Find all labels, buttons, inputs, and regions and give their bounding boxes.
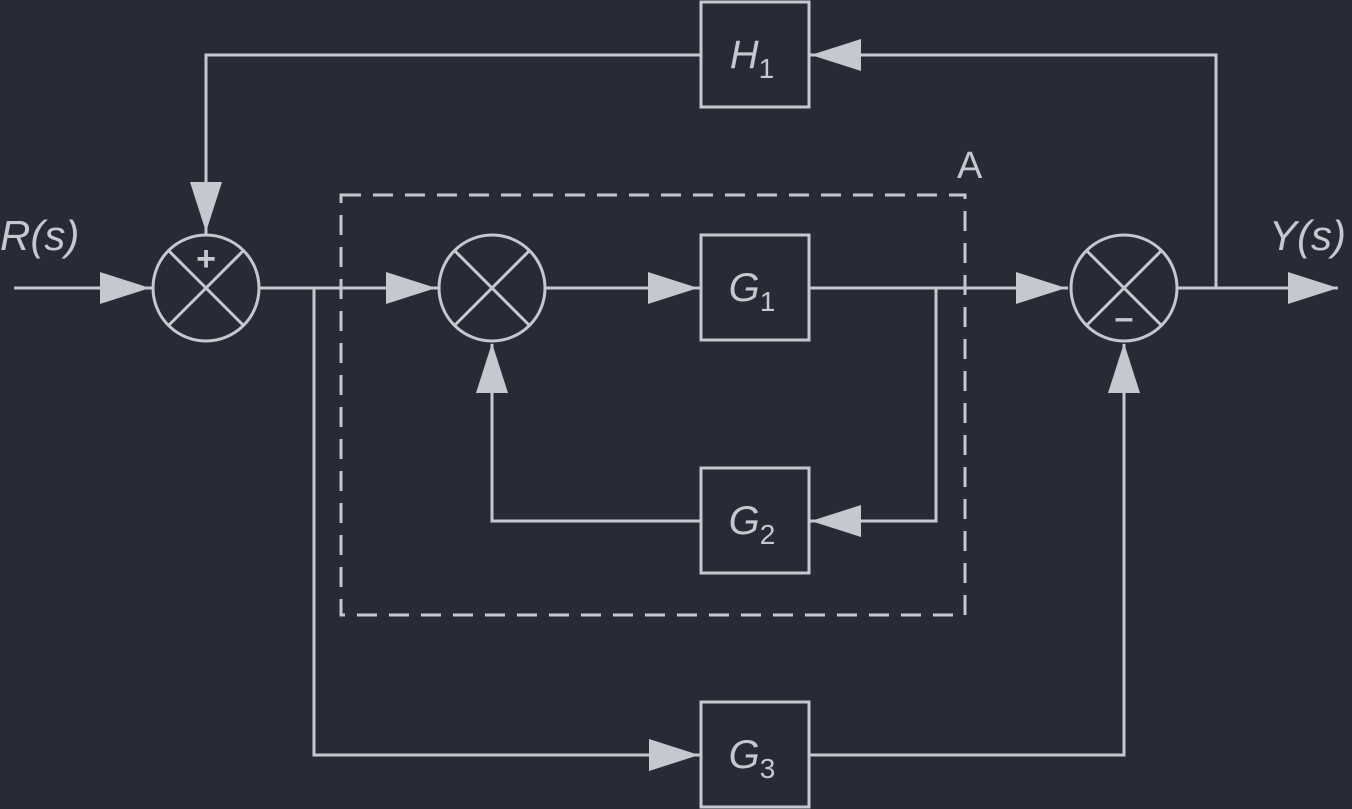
region-a-boundary — [339, 193, 967, 617]
sum3-bottom-arrow — [1108, 343, 1140, 393]
input-arrow — [100, 272, 150, 304]
g1-subscript: 1 — [760, 286, 776, 317]
g2-subscript: 2 — [760, 519, 776, 550]
svg-text:G3: G3 — [729, 733, 776, 784]
sum1-feedback-arrow — [190, 182, 222, 232]
h1-subscript: 1 — [759, 53, 775, 84]
g2-letter: G — [729, 499, 760, 543]
svg-text:G2: G2 — [729, 499, 776, 550]
output-arrow — [1288, 272, 1338, 304]
g3-feedforward-right-line — [809, 344, 1126, 757]
g3-letter: G — [729, 733, 760, 777]
h1-letter: H — [730, 33, 759, 77]
svg-text:H1: H1 — [730, 33, 774, 84]
g1-to-sum3-arrow — [1016, 272, 1066, 304]
block-g3: G3 — [699, 700, 811, 809]
g2-feedback-right-line — [810, 288, 938, 523]
sum3-minus-sign: – — [1115, 299, 1134, 337]
block-g2: G2 — [699, 466, 811, 575]
g2-input-arrow — [811, 505, 861, 537]
summing-junction-2 — [437, 233, 547, 343]
summing-junction-1: + — [151, 233, 261, 343]
g2-feedback-left-line — [490, 344, 701, 523]
sum2-feedback-arrow — [476, 343, 508, 393]
g1-letter: G — [729, 266, 760, 310]
g3-input-arrow — [649, 739, 699, 771]
input-signal-label: R(s) — [0, 212, 79, 259]
h1-feedback-left-line — [204, 53, 701, 234]
block-g1: G1 — [699, 233, 811, 342]
svg-text:G1: G1 — [729, 266, 776, 317]
sum1-to-sum2-arrow — [386, 272, 436, 304]
output-signal-label: Y(s) — [1269, 212, 1346, 259]
region-a-label: A — [957, 145, 983, 187]
g3-feedforward-left-line — [312, 288, 700, 757]
block-h1: H1 — [699, 0, 811, 109]
g3-subscript: 3 — [760, 753, 776, 784]
summing-junction-3: – — [1069, 233, 1179, 343]
h1-feedback-right-line — [810, 53, 1218, 288]
sum1-plus-sign: + — [196, 240, 216, 278]
h1-input-arrow — [811, 39, 861, 71]
sum2-to-g1-arrow — [648, 272, 698, 304]
